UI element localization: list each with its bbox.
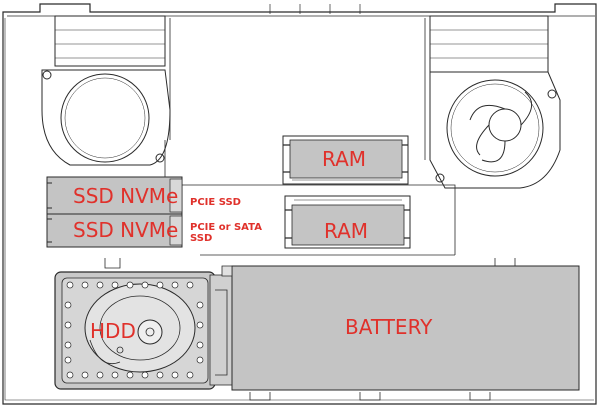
ssd-1-label: SSD NVMe	[73, 184, 178, 208]
ssd-2-interface-note-line-2: SSD	[190, 233, 212, 244]
ram-2-label: RAM	[324, 219, 368, 243]
battery: BATTERY	[221, 265, 580, 391]
right-fan	[429, 15, 561, 189]
ssd-1-interface-note: PCIE SSD	[190, 197, 241, 208]
ram-slot-2: RAM	[284, 195, 411, 249]
ram-slot-1: RAM	[282, 135, 409, 185]
ssd-slot-2: SSD NVMe	[46, 213, 183, 248]
ssd-2-interface-note-line-1: PCIE or SATA	[190, 222, 262, 233]
ram-1-label: RAM	[322, 147, 366, 171]
ssd-2-label: SSD NVMe	[73, 218, 178, 242]
hdd-bay: HDD	[54, 271, 233, 390]
left-fan	[41, 15, 171, 166]
battery-label: BATTERY	[345, 315, 433, 339]
hdd-label: HDD	[90, 319, 136, 343]
ssd-slot-1: SSD NVMe	[46, 176, 183, 215]
